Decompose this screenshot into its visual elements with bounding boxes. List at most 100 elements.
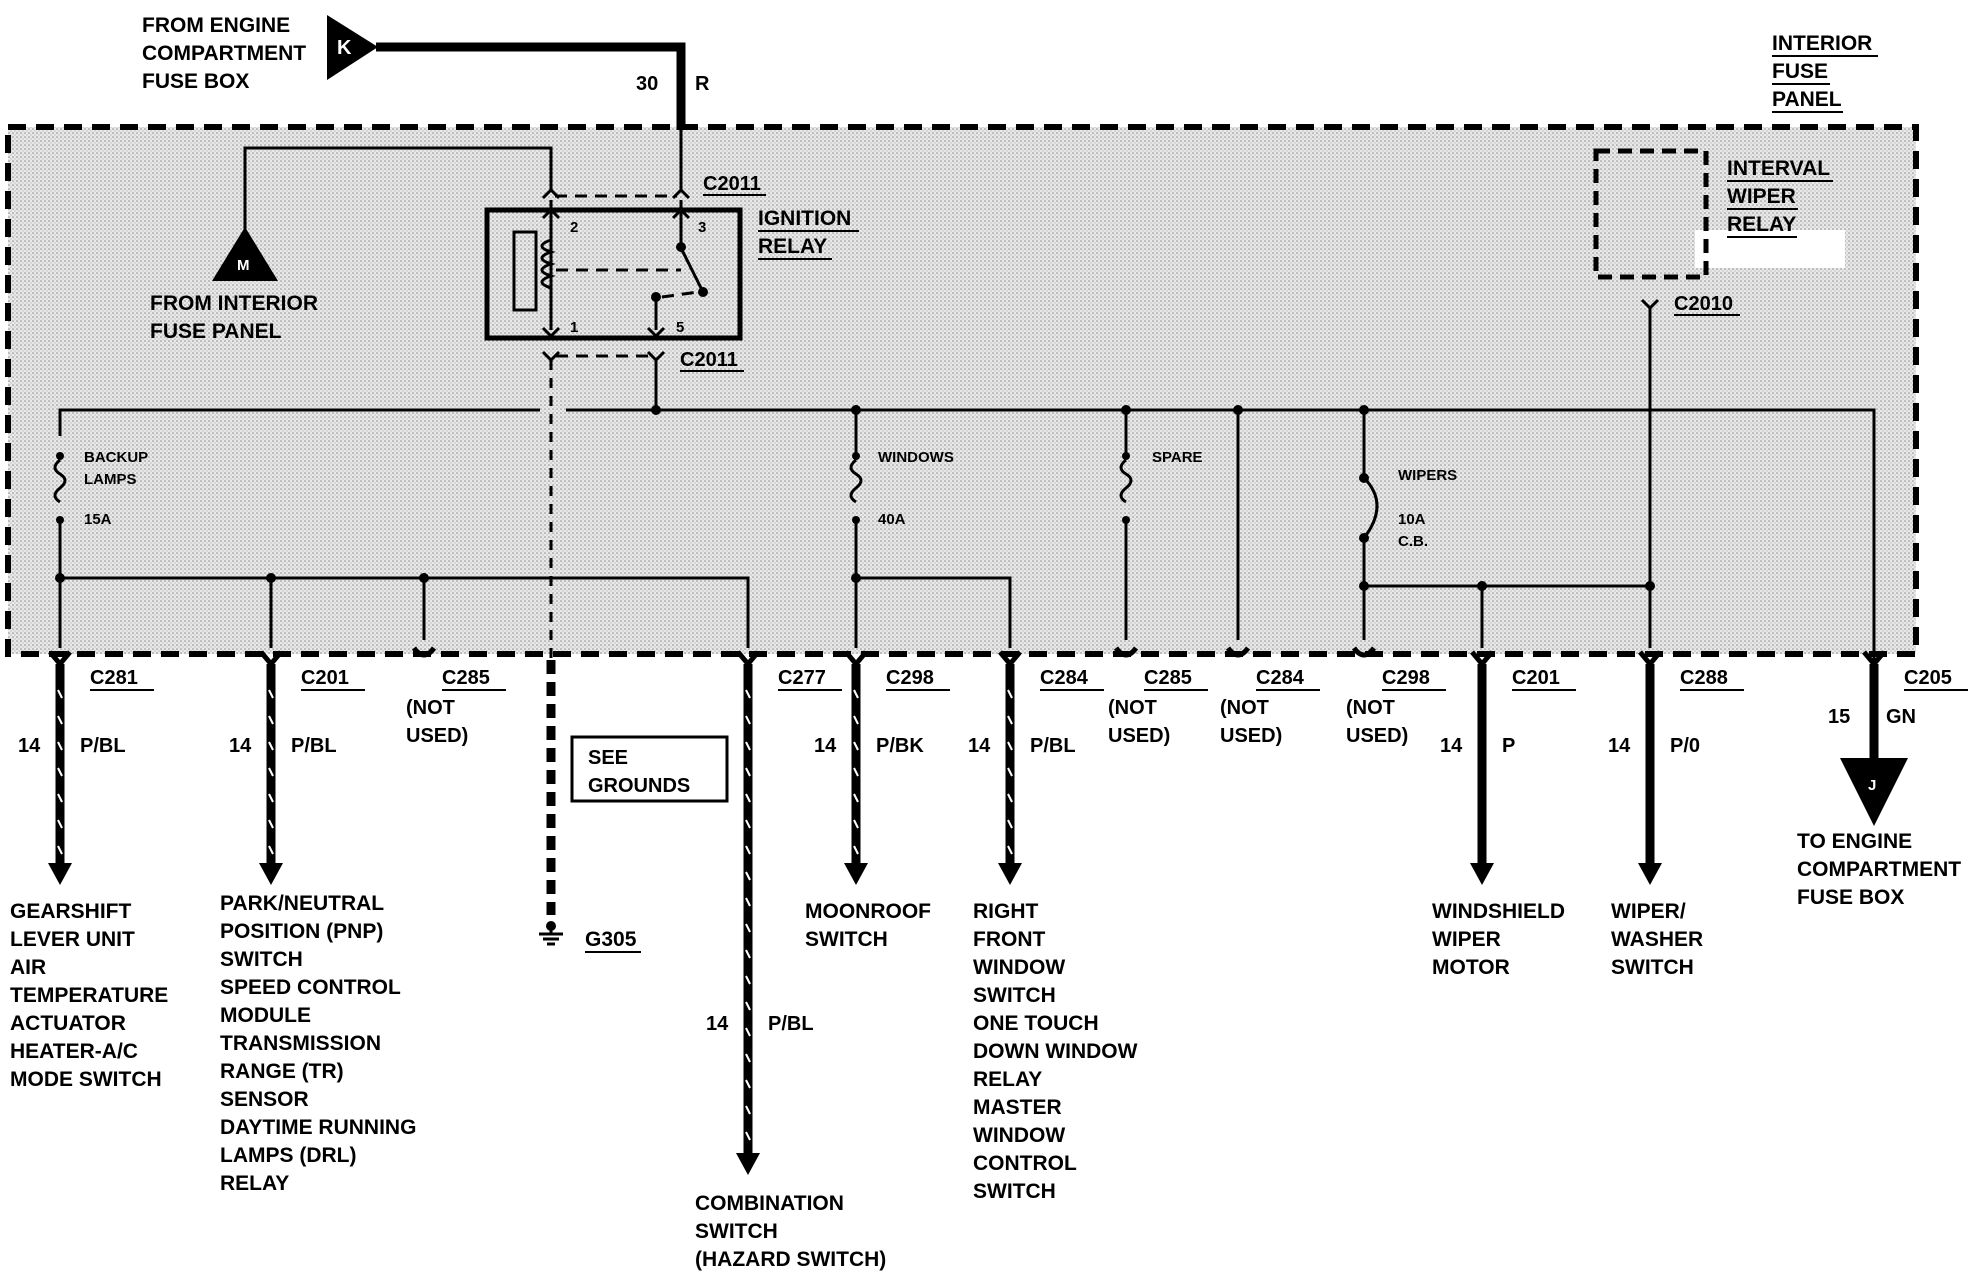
source-line-3: FUSE BOX: [142, 70, 249, 93]
output-4-connector-label: C277: [778, 667, 826, 689]
output-1-dest-2: LEVER UNIT: [10, 928, 135, 951]
output-6-color: P/BL: [1030, 735, 1076, 757]
source-feed: K FROM ENGINE COMPARTMENT FUSE BOX 30 R: [142, 14, 710, 130]
output-12-connector-label: C205: [1904, 667, 1952, 689]
output-4-arrow-icon: [736, 1153, 760, 1175]
main-bus: [58, 405, 1876, 660]
output-2-dest-1: PARK/NEUTRAL: [220, 892, 384, 915]
output-11-dest-3: SWITCH: [1611, 956, 1694, 979]
output-1-dest-3: AIR: [10, 956, 46, 979]
output-11-dest-1: WIPER/: [1611, 900, 1686, 923]
see-grounds-line-1: SEE: [588, 747, 628, 769]
output-2-stripe: [268, 767, 274, 777]
output-2-stripe: [268, 741, 274, 751]
output-5-dest-2: SWITCH: [805, 928, 888, 951]
output-3-connector-label: C285: [442, 667, 490, 689]
ignition-relay-box: [484, 207, 743, 341]
panel-title-line-2: FUSE: [1772, 60, 1828, 83]
interior-connector-letter: M: [237, 257, 250, 274]
ground-icon: [539, 921, 563, 946]
c2010-label: C2010: [1674, 293, 1733, 315]
output-1-gauge: 14: [18, 735, 41, 757]
output-1-arrow-icon: [48, 863, 72, 885]
pin2-arrow-icon: [541, 207, 561, 220]
output-3-not-used-1: (NOT: [406, 697, 455, 719]
output-5-dest-1: MOONROOF: [805, 900, 931, 923]
output-2-dest-5: MODULE: [220, 1004, 311, 1027]
output-5-stripe: [853, 793, 859, 803]
output-2-dest-11: RELAY: [220, 1172, 289, 1195]
circuit-breaker-icon: [1362, 476, 1379, 539]
output-10-dest-3: MOTOR: [1432, 956, 1510, 979]
relay-pin-5: 5: [676, 319, 684, 336]
output-2-dest-6: TRANSMISSION: [220, 1032, 381, 1055]
output-9-not-used-2: USED): [1346, 725, 1408, 747]
fuse-wipers-rating-1: 10A: [1398, 511, 1426, 528]
output-2-color: P/BL: [291, 735, 337, 757]
output-9-not-used-1: (NOT: [1346, 697, 1395, 719]
output-2-stripe: [268, 819, 274, 829]
interval-relay-label-2: WIPER: [1727, 185, 1796, 208]
output-8-not-used-2: USED): [1220, 725, 1282, 747]
output-2-dest-2: POSITION (PNP): [220, 920, 383, 943]
output-1-stripe: [57, 793, 63, 803]
output-2-stripe: [268, 715, 274, 725]
c2011-top-label: C2011: [703, 173, 761, 195]
output-5-gauge: 14: [814, 735, 837, 757]
ignition-relay-label-2: RELAY: [758, 235, 827, 258]
output-6-stripe: [1007, 715, 1013, 725]
fuse-windows-name: WINDOWS: [878, 449, 954, 466]
source-gauge: 30: [636, 73, 658, 95]
pin3-arrow-icon: [671, 207, 691, 220]
interior-feed-wire: [243, 146, 553, 243]
output-8-connector-label: C284: [1256, 667, 1305, 689]
source-connector-letter: K: [337, 37, 352, 59]
output-4-stripe: [745, 1131, 751, 1141]
output-12-connector-j-icon: [1840, 758, 1908, 826]
output-1-stripe: [57, 715, 63, 725]
ground-name: G305: [585, 928, 637, 951]
interior-feed-line-1: FROM INTERIOR: [150, 292, 318, 315]
output-2-dest-4: SPEED CONTROL: [220, 976, 401, 999]
output-2-stripe: [268, 793, 274, 803]
output-9-socket-icon: [1351, 646, 1377, 658]
output-10-dest-1: WINDSHIELD: [1432, 900, 1565, 923]
fuse-wipers: WIPERS 10A C.B.: [1359, 410, 1655, 648]
relay-contact-tip: [698, 287, 708, 297]
output-4-gauge: 14: [706, 1013, 729, 1035]
output-10-connector-label: C201: [1512, 667, 1560, 689]
output-4-stripe: [745, 715, 751, 725]
output-12-dest-3: FUSE BOX: [1797, 886, 1904, 909]
fuse-backup-lamps-name-1: BACKUP: [84, 449, 148, 466]
output-2-connector-label: C201: [301, 667, 349, 689]
output-1-stripe: [57, 819, 63, 829]
output-5-stripe: [853, 845, 859, 855]
output-11-gauge: 14: [1608, 735, 1631, 757]
output-1-dest-4: TEMPERATURE: [10, 984, 168, 1007]
output-4-stripe: [745, 793, 751, 803]
output-5-stripe: [853, 689, 859, 699]
relay-switch-arm-icon: [679, 247, 705, 293]
output-6-stripe: [1007, 741, 1013, 751]
output-2-dest-8: SENSOR: [220, 1088, 309, 1111]
output-1-stripe: [57, 689, 63, 699]
output-6-dest-7: RELAY: [973, 1068, 1042, 1091]
output-4-stripe: [745, 897, 751, 907]
output-4-stripe: [745, 1105, 751, 1115]
relay-contact-dash: [661, 290, 699, 299]
output-4-stripe: [745, 871, 751, 881]
fuse-backup-lamps-icon: [53, 458, 67, 504]
output-6-gauge: 14: [968, 735, 991, 757]
output-4-stripe: [745, 1027, 751, 1037]
fuse-backup-lamps-name-2: LAMPS: [84, 471, 137, 488]
output-4-stripe: [745, 1001, 751, 1011]
output-2-dest-10: LAMPS (DRL): [220, 1144, 356, 1167]
interior-feed-line-2: FUSE PANEL: [150, 320, 282, 343]
output-6-dest-1: RIGHT: [973, 900, 1039, 923]
output-10-arrow-icon: [1470, 863, 1494, 885]
output-6-connector-label: C284: [1040, 667, 1089, 689]
output-4-stripe: [745, 845, 751, 855]
output-12-dest-2: COMPARTMENT: [1797, 858, 1961, 881]
output-4-stripe: [745, 819, 751, 829]
